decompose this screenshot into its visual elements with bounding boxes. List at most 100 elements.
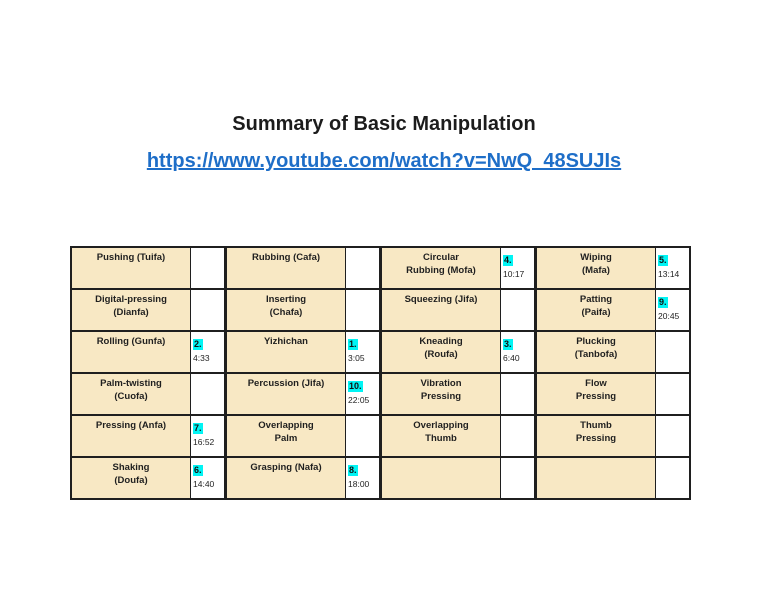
technique-label: Plucking (Tanbofa) [574,336,618,361]
technique-label: Patting (Paifa) [579,294,613,319]
technique-cell: Wiping (Mafa) [534,246,656,290]
table-row: Rolling (Gunfa) 2.4:33 Yizhichan 1.3:05 … [70,330,691,374]
table-row: Digital-pressing (Dianfa) Inserting (Cha… [70,288,691,332]
table-row: Shaking (Doufa) 6.14:40 Grasping (Nafa) … [70,456,691,500]
technique-cell: Plucking (Tanbofa) [534,330,656,374]
technique-cell: Patting (Paifa) [534,288,656,332]
manipulation-summary-table: Pushing (Tuifa) Rubbing (Cafa) Circular … [70,246,691,500]
technique-cell: Circular Rubbing (Mofa) [379,246,501,290]
timestamp-cell [345,414,382,458]
clip-number-highlight: 10. [348,381,363,392]
technique-cell: Flow Pressing [534,372,656,416]
timestamp-cell [655,414,691,458]
clip-number-highlight: 6. [193,465,203,476]
timestamp-cell [500,372,537,416]
clip-number-highlight: 2. [193,339,203,350]
technique-label: Palm-twisting (Cuofa) [100,378,162,403]
timestamp-cell: 2. 4:33 [190,330,227,374]
clip-number-highlight: 1. [348,339,358,350]
table-row: Palm-twisting (Cuofa) Percussion (Jifa) … [70,372,691,416]
technique-cell: Grasping (Nafa) [224,456,346,500]
technique-cell: Kneading (Roufa) [379,330,501,374]
timestamp-cell: 9. 20:45 [655,288,691,332]
timestamp-value: 6:40 [503,353,520,363]
clip-number-highlight: 7. [193,423,203,434]
technique-cell: Vibration Pressing [379,372,501,416]
technique-label: Overlapping Palm [258,420,314,445]
timestamp-cell [500,414,537,458]
table-row: Pushing (Tuifa) Rubbing (Cafa) Circular … [70,246,691,290]
technique-cell: Palm-twisting (Cuofa) [70,372,191,416]
youtube-link[interactable]: https://www.youtube.com/watch?v=NwQ_48SU… [146,150,622,172]
timestamp-value: 10:17 [503,269,525,279]
timestamp-value: 22:05 [348,395,370,405]
timestamp-value: 4:33 [193,353,210,363]
technique-cell [379,456,501,500]
technique-label: Digital-pressing (Dianfa) [95,294,167,319]
technique-label: Wiping (Mafa) [580,252,612,277]
link-row: https://www.youtube.com/watch?v=NwQ_48SU… [0,150,768,173]
timestamp-cell [500,456,537,500]
technique-cell: Yizhichan [224,330,346,374]
technique-label: Percussion (Jifa) [247,378,325,389]
timestamp-cell [500,288,537,332]
technique-label: Overlapping Thumb [413,420,469,445]
technique-label: Grasping (Nafa) [250,462,322,473]
timestamp-cell: 4. 10:17 [500,246,537,290]
technique-cell: Thumb Pressing [534,414,656,458]
technique-cell: Digital-pressing (Dianfa) [70,288,191,332]
timestamp-value: 13:14 [658,269,680,279]
timestamp-cell: 8. 18:00 [345,456,382,500]
timestamp-cell: 7. 16:52 [190,414,227,458]
technique-label: Pressing (Anfa) [95,420,167,431]
timestamp-cell [345,288,382,332]
technique-cell: Shaking (Doufa) [70,456,191,500]
timestamp-value: 20:45 [658,311,680,321]
technique-cell: Rolling (Gunfa) [70,330,191,374]
table-row: Pressing (Anfa) 7. 16:52 Overlapping Palm… [70,414,691,458]
timestamp-cell: 10. 22:05 [345,372,382,416]
timestamp-cell [190,246,227,290]
timestamp-cell: 1. 3:05 [345,330,382,374]
timestamp-cell [345,246,382,290]
technique-label: Yizhichan [264,336,308,347]
technique-cell: Inserting (Chafa) [224,288,346,332]
technique-label: Shaking (Doufa) [112,462,150,487]
technique-cell: Percussion (Jifa) [224,372,346,416]
technique-label: Circular Rubbing (Mofa) [406,252,476,277]
timestamp-cell [655,330,691,374]
technique-cell: Pressing (Anfa) [70,414,191,458]
timestamp-cell [655,456,691,500]
technique-label: Rolling (Gunfa) [96,336,166,347]
technique-cell: Squeezing (Jifa) [379,288,501,332]
technique-cell: Pushing (Tuifa) [70,246,191,290]
technique-cell [534,456,656,500]
technique-label: Pushing (Tuifa) [96,252,166,263]
timestamp-value: 3:05 [348,353,365,363]
page-title: Summary of Basic Manipulation [232,113,536,135]
timestamp-value: 16:52 [193,437,215,447]
technique-label: Flow Pressing [575,378,617,403]
timestamp-value: 14:40 [193,479,215,489]
timestamp-value: 18:00 [348,479,370,489]
timestamp-cell: 5. 13:14 [655,246,691,290]
technique-label: Kneading (Roufa) [419,336,463,361]
timestamp-cell [190,372,227,416]
timestamp-cell [655,372,691,416]
technique-label: Vibration Pressing [420,378,462,403]
technique-label: Rubbing (Cafa) [251,252,321,263]
technique-cell: Overlapping Palm [224,414,346,458]
clip-number-highlight: 8. [348,465,358,476]
clip-number-highlight: 9. [658,297,668,308]
technique-cell: Overlapping Thumb [379,414,501,458]
technique-label: Inserting (Chafa) [265,294,307,319]
technique-cell: Rubbing (Cafa) [224,246,346,290]
clip-number-highlight: 5. [658,255,668,266]
timestamp-cell: 6. 14:40 [190,456,227,500]
clip-number-highlight: 4. [503,255,513,266]
technique-label: Squeezing (Jifa) [404,294,478,305]
timestamp-cell [190,288,227,332]
clip-number-highlight: 3. [503,339,513,350]
technique-label: Thumb Pressing [575,420,617,445]
timestamp-cell: 3. 6:40 [500,330,537,374]
